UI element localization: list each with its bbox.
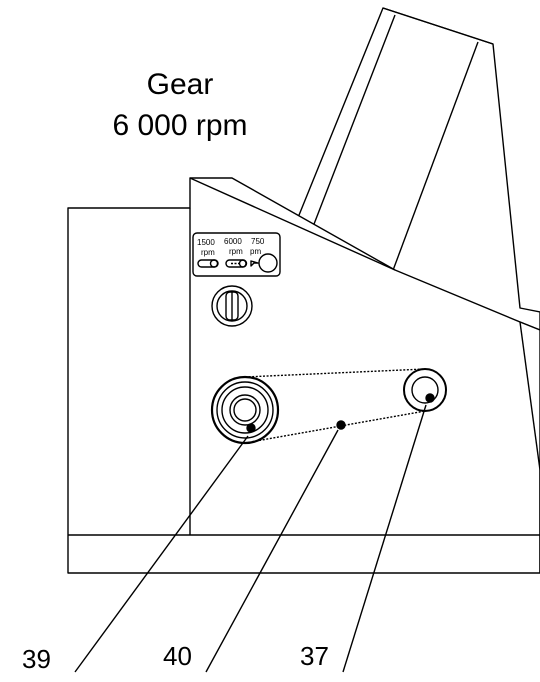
speed-label-value-0: 1500 <box>197 238 215 247</box>
upper-housing-inner-line-2 <box>391 41 479 274</box>
drive-pulley <box>210 375 280 445</box>
upper-housing-inner-line <box>308 14 396 238</box>
speed-selector-icons <box>197 253 278 273</box>
leader-line-37 <box>342 404 427 673</box>
callout-37: 37 <box>300 641 329 671</box>
body-slanted-edge <box>189 177 396 271</box>
idler-pulley <box>403 368 447 412</box>
diagram-title-line-1: Gear <box>146 68 214 101</box>
upper-housing-top-edge <box>382 7 494 45</box>
machine-body <box>67 177 540 574</box>
body-right-edge <box>519 321 540 471</box>
leader-line-40 <box>205 429 339 673</box>
speed-plate <box>192 232 281 277</box>
belt <box>244 368 426 444</box>
leader-line-39 <box>74 435 249 673</box>
marker-dot-39 <box>246 423 256 433</box>
callout-40: 40 <box>163 641 192 671</box>
marker-dot-37 <box>425 393 435 403</box>
diagram-title-line-2: 6 000 rpm <box>112 109 248 142</box>
speed-label-unit-0: rpm <box>201 248 215 257</box>
speed-label-value-1: 6000 <box>224 237 242 246</box>
speed-label-unit-2: pm <box>250 247 261 256</box>
marker-dot-40 <box>336 420 346 430</box>
speed-label-value-2: 750 <box>251 237 265 246</box>
speed-label-unit-1: rpm <box>229 247 243 256</box>
speed-plate-labels: 1500 rpm 6000 rpm 750 pm <box>197 237 265 257</box>
speed-knob[interactable] <box>211 285 253 327</box>
callout-39: 39 <box>22 644 51 674</box>
